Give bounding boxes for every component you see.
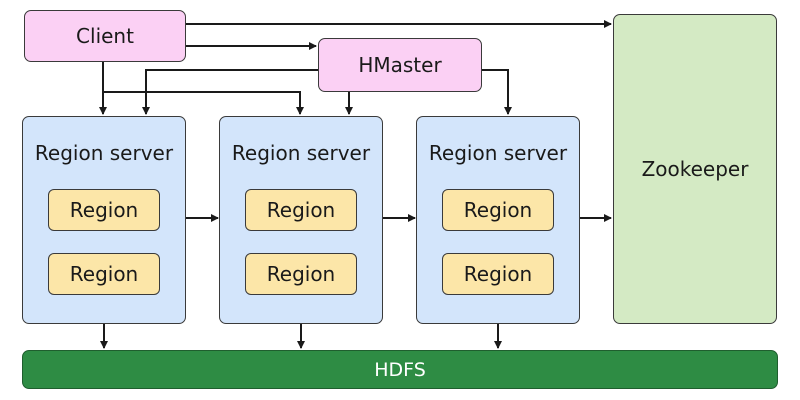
hmaster-label: HMaster: [358, 53, 442, 77]
region-server-1: Region server Region Region: [22, 116, 186, 324]
edge-client-rs2: [103, 91, 304, 115]
region-server-3: Region server Region Region: [416, 116, 580, 324]
edge-hmaster-rs3: [482, 69, 512, 115]
zookeeper-label: Zookeeper: [641, 157, 749, 181]
region-label: Region: [69, 262, 139, 286]
hmaster-node: HMaster: [318, 38, 482, 92]
region-server-2: Region server Region Region: [219, 116, 383, 324]
edge-hmaster-rs1: [142, 69, 318, 115]
region-server-title: Region server: [231, 141, 371, 165]
region-box: Region: [442, 189, 554, 231]
region-label: Region: [266, 198, 336, 222]
region-label: Region: [463, 198, 533, 222]
region-label: Region: [266, 262, 336, 286]
region-box: Region: [442, 253, 554, 295]
region-label: Region: [463, 262, 533, 286]
hdfs-node: HDFS: [22, 350, 778, 389]
region-box: Region: [245, 253, 357, 295]
hdfs-label: HDFS: [374, 358, 426, 381]
region-box: Region: [48, 189, 160, 231]
region-box: Region: [245, 189, 357, 231]
region-label: Region: [69, 198, 139, 222]
zookeeper-node: Zookeeper: [613, 14, 777, 324]
client-label: Client: [76, 24, 134, 48]
region-server-title: Region server: [428, 141, 568, 165]
region-box: Region: [48, 253, 160, 295]
client-node: Client: [24, 10, 186, 62]
region-server-title: Region server: [34, 141, 174, 165]
